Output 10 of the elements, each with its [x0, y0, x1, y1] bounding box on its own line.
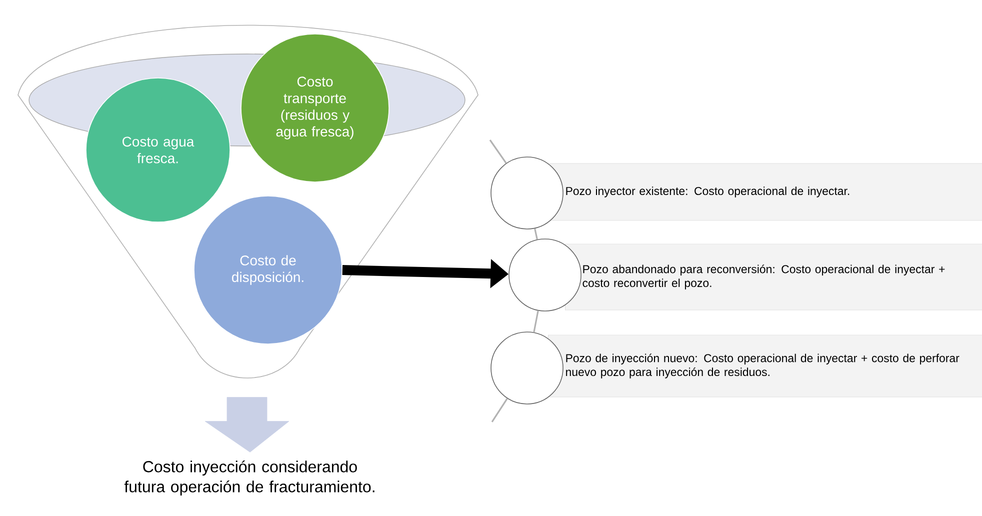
arrow: [204, 397, 290, 452]
circle: [490, 332, 564, 404]
caption-text: Costo inyección considerando futura operación de fracturamiento.: [124, 460, 374, 496]
circle: [490, 156, 564, 230]
connector-line: [533, 310, 539, 332]
text-bar: Pozo abandonado para reconversión: Costo operacional de inyectar + costo reconvertir el pozo.: [565, 244, 982, 310]
connector-line: [534, 228, 538, 240]
text-bar: Pozo de inyección nuevo: Costo operacional de inyectar + costo de perforar nuevo pozo para inyección de residuos.: [548, 334, 982, 398]
circle: [508, 238, 582, 312]
text-bar: Pozo inyector existente: Costo operacional de inyectar.: [548, 163, 982, 221]
